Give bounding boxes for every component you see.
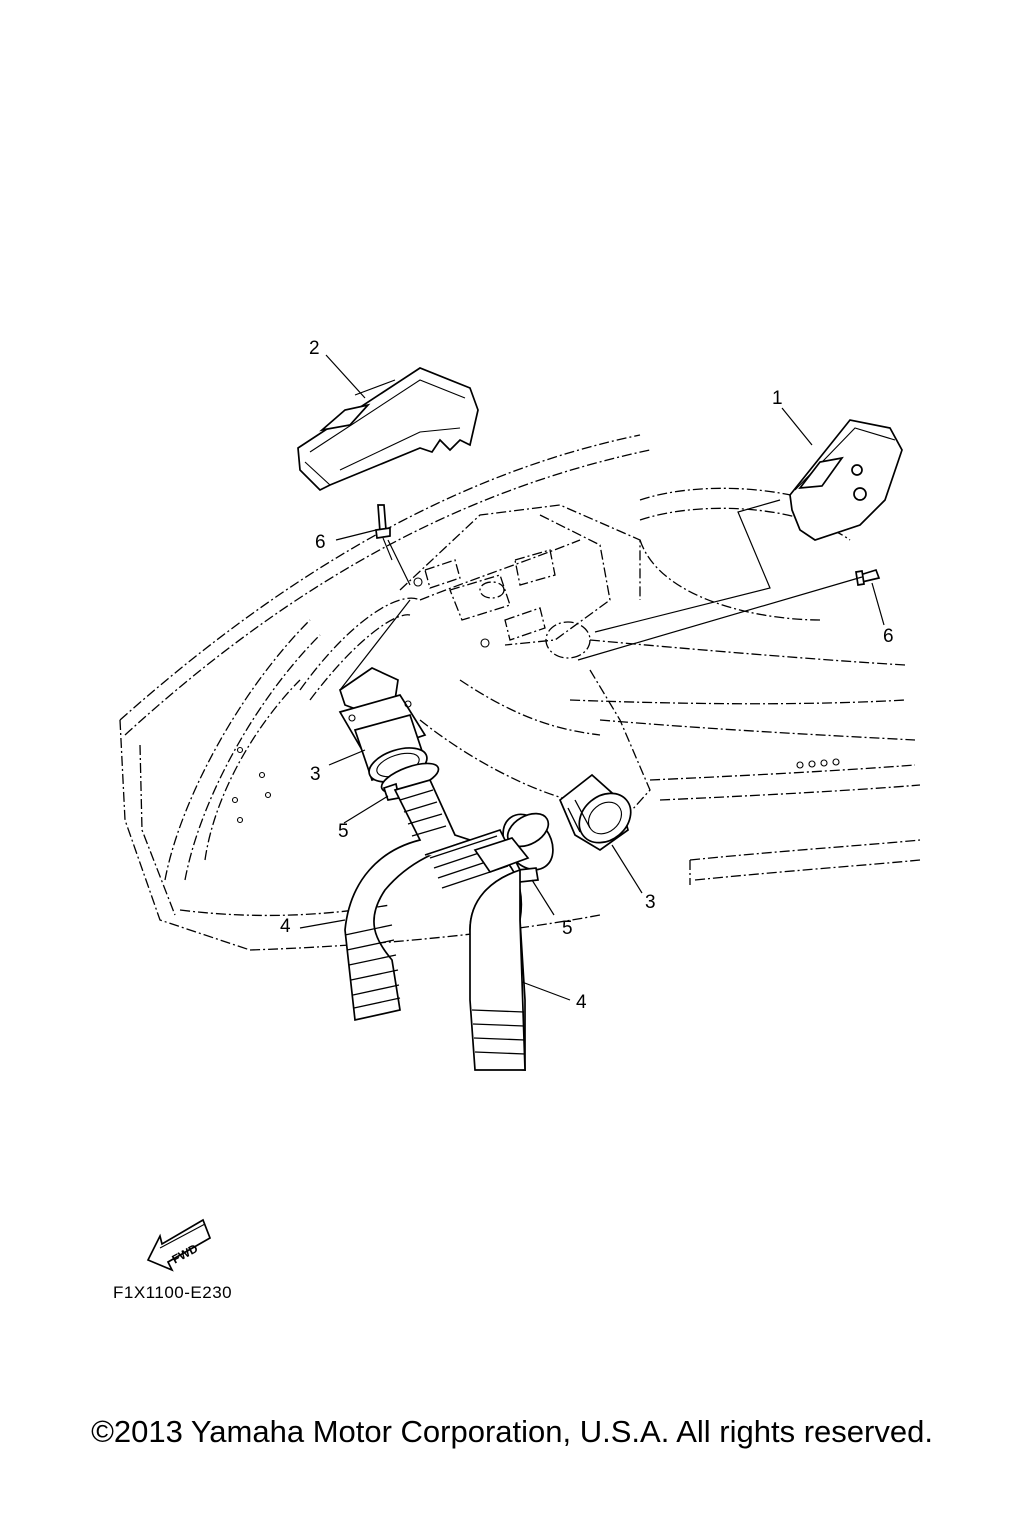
- cover-left: [297, 367, 479, 492]
- callout-4-left: 4: [280, 916, 291, 937]
- cover-right: [789, 419, 903, 541]
- duct-fitting-right: [558, 773, 632, 852]
- copyright-notice: ©2013 Yamaha Motor Corporation, U.S.A. A…: [91, 1414, 933, 1449]
- callout-2: 2: [309, 338, 320, 359]
- hose-right: [424, 812, 550, 1071]
- hose-left: [344, 778, 473, 1022]
- fwd-arrow-icon: FWD: [146, 1218, 212, 1272]
- callout-6-left: 6: [315, 532, 326, 553]
- rivet-right: [855, 568, 881, 586]
- callout-3-right: 3: [645, 892, 656, 913]
- hull-brackets: [231, 549, 840, 824]
- duct-fitting-left: [338, 667, 428, 783]
- reference-code: F1X1100-E230: [113, 1283, 233, 1302]
- leader-lines: [299, 354, 885, 1001]
- callout-6-right: 6: [883, 626, 894, 647]
- callout-3-left: 3: [310, 764, 321, 785]
- callout-4-right: 4: [576, 992, 587, 1013]
- assembly-lines: [339, 499, 863, 811]
- callout-1: 1: [772, 388, 783, 409]
- callout-5-upper: 5: [338, 821, 349, 842]
- hull-outline: [119, 434, 921, 951]
- rivet-left: [375, 504, 393, 561]
- callout-5-lower: 5: [562, 918, 573, 939]
